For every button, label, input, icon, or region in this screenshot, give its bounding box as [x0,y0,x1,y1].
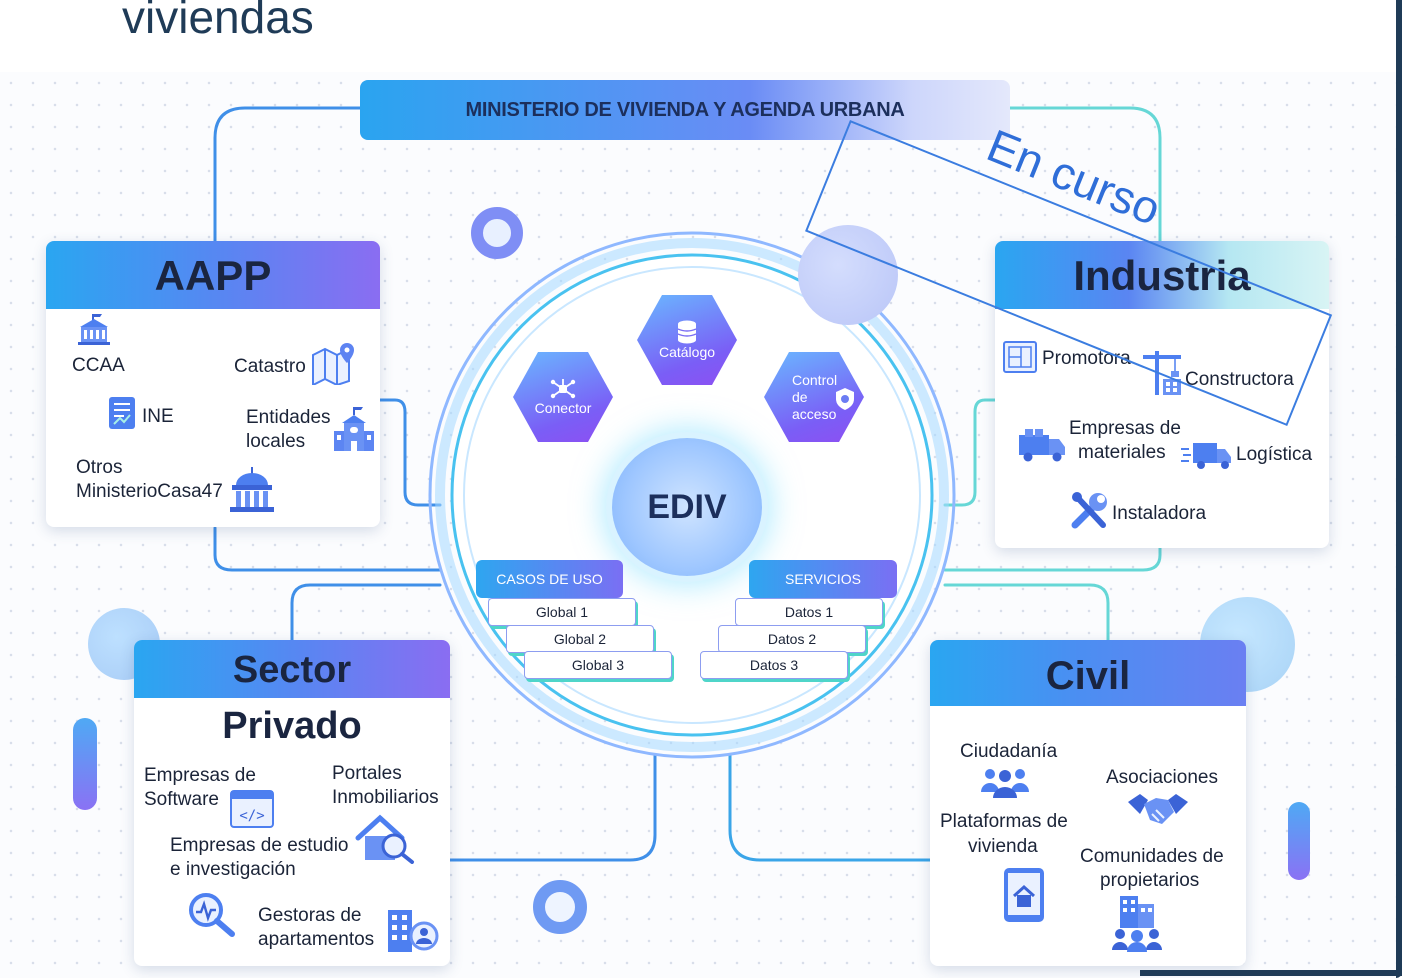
school-building-icon [334,407,374,451]
analytics-search-icon [189,893,235,937]
panel-civil: Civil Ciudadanía Asociaciones Plataforma… [930,640,1246,966]
decor-pill [1288,802,1310,880]
item-otros-2[interactable]: MinisterioCasa47 [76,481,223,502]
panel-industria: Industria Promotora Constructora Empresa… [995,241,1329,548]
caso-de-uso-global-1[interactable]: Global 1 [488,598,636,626]
servicios-header: SERVICIOS [749,560,897,598]
item-portales-2[interactable]: Inmobiliarios [332,787,439,808]
item-gestoras-1[interactable]: Gestoras de [258,905,362,926]
decor-pill [73,718,97,810]
item-asociaciones[interactable]: Asociaciones [1106,767,1218,788]
caso-de-uso-global-2[interactable]: Global 2 [506,625,654,653]
shield-icon [836,388,854,410]
item-estudio-1[interactable]: Empresas de estudio [170,835,349,856]
item-comunidades-1[interactable]: Comunidades de [1080,846,1224,867]
people-group-icon [981,769,1029,798]
item-plataformas-2[interactable]: vivienda [968,836,1038,857]
item-estudio-2[interactable]: e investigación [170,859,296,880]
ediv-core: EDIV [612,438,762,576]
frame-border-bottom [1140,970,1402,976]
item-comunidades-2[interactable]: propietarios [1100,870,1200,891]
house-search-icon [355,814,414,864]
tablet-home-icon [1004,868,1044,922]
frame-border-right [1396,0,1402,978]
delivery-truck-icon [1181,443,1231,469]
item-materiales-1[interactable]: Empresas de [1069,418,1181,439]
hex-label: Conector [534,399,592,416]
hex-label: Catálogo [658,343,716,360]
government-building-icon [78,314,110,345]
hex-label: acceso [792,405,837,422]
item-entidades-locales-2[interactable]: locales [246,431,306,452]
item-logistica[interactable]: Logística [1236,444,1313,465]
item-otros-1[interactable]: Otros [76,457,123,478]
hex-conector[interactable]: Conector [513,352,613,442]
decor-ring [533,880,587,934]
servicio-datos-2[interactable]: Datos 2 [718,625,866,653]
panel-aapp: AAPP CCAA Catastro INE Entidades locales… [46,241,380,527]
panel-title: AAPP [46,241,380,309]
panel-sector-privado: Sector Privado Empresas de Software </> … [134,640,450,966]
hex-label: de [792,388,808,405]
item-materiales-2[interactable]: materiales [1078,442,1166,463]
item-software-2[interactable]: Software [144,789,219,810]
crane-icon [1143,351,1181,395]
tools-icon [1071,492,1107,529]
decor-ring [471,207,523,259]
network-icon [550,378,576,398]
panel-title: Industria [995,241,1329,309]
item-plataformas-1[interactable]: Plataformas de [940,811,1068,832]
blueprint-icon [1003,341,1037,373]
item-ccaa[interactable]: CCAA [72,355,125,376]
servicio-datos-3[interactable]: Datos 3 [700,651,848,679]
decor-blob [798,225,898,325]
item-portales-1[interactable]: Portales [332,763,402,784]
hex-catalogo[interactable]: Catálogo [637,295,737,385]
item-promotora[interactable]: Promotora [1042,348,1131,369]
item-software-1[interactable]: Empresas de [144,765,256,786]
apartment-building-icon [388,910,439,952]
truck-icon [1019,429,1065,462]
map-pin-icon [312,343,354,385]
servicio-datos-1[interactable]: Datos 1 [735,598,883,626]
statistics-icon [109,397,135,429]
panel-title: Sector [232,649,352,691]
casos-de-uso-header: CASOS DE USO [476,560,623,598]
item-ine[interactable]: INE [142,406,174,427]
item-constructora[interactable]: Constructora [1185,369,1294,390]
panel-title: Civil [930,640,1246,706]
item-entidades-locales-1[interactable]: Entidades [246,407,331,428]
hex-label: Control [792,371,838,388]
handshake-icon [1128,794,1188,824]
panel-title: Privado [222,705,362,747]
item-catastro[interactable]: Catastro [234,356,306,377]
panel-title-header [134,640,450,698]
item-gestoras-2[interactable]: apartamentos [258,929,375,950]
ministry-building-icon [230,467,274,512]
hex-control-acceso[interactable]: Control de acceso [764,352,864,442]
database-icon [677,320,697,343]
community-building-icon [1112,896,1162,952]
caso-de-uso-global-3[interactable]: Global 3 [524,651,672,679]
ministry-banner: MINISTERIO DE VIVIENDA Y AGENDA URBANA [360,80,1010,140]
item-instaladora[interactable]: Instaladora [1112,503,1207,524]
page-heading: viviendas [122,0,314,43]
code-window-icon: </> [230,790,274,828]
item-ciudadania[interactable]: Ciudadanía [960,741,1058,762]
svg-text:</>: </> [239,808,264,824]
